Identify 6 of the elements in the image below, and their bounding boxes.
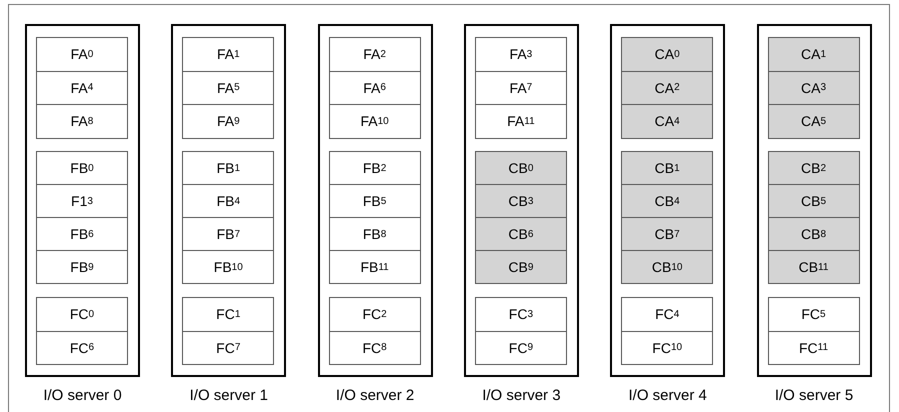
server-label: I/O server 0 [42, 387, 123, 404]
server-label: I/O server 4 [628, 387, 708, 404]
server-label: I/O server 2 [334, 387, 416, 404]
server-label: I/O server 3 [481, 387, 562, 404]
server-label: I/O server 5 [774, 387, 854, 404]
server-label: I/O server 1 [188, 387, 269, 404]
